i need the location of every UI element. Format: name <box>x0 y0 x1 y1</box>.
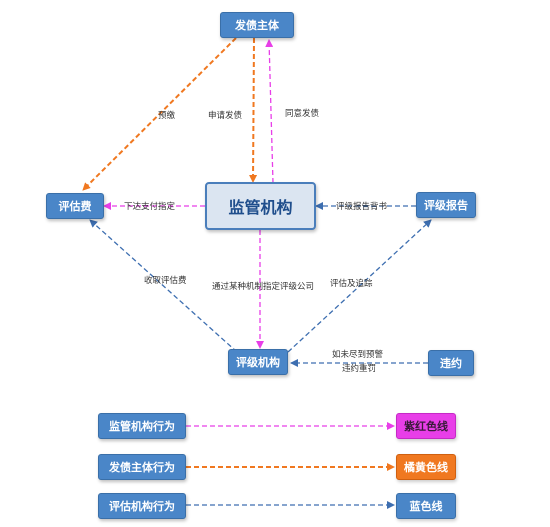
legend-label-agency: 评估机构行为 <box>98 493 186 519</box>
node-regulator: 监管机构 <box>205 182 316 230</box>
edge-approve <box>265 39 274 184</box>
label-penalty-line2: 违约重罚 <box>342 363 376 374</box>
legend-label-regulator: 监管机构行为 <box>98 413 186 439</box>
label-report-filing: 评级报告背书 <box>336 201 388 212</box>
label-collect-fee: 收取评估费 <box>144 275 187 286</box>
legend-swatch-blue: 蓝色线 <box>396 493 456 519</box>
node-violation: 违约 <box>428 350 474 376</box>
label-penalty-line1: 如未尽到预警 <box>332 349 384 360</box>
label-apply: 申请发债 <box>208 110 243 121</box>
legend-swatch-magenta: 紫红色线 <box>396 413 456 439</box>
edge-collect-fee <box>89 219 238 353</box>
label-designate-agency: 通过某种机制指定评级公司 <box>212 281 314 292</box>
node-fee: 评估费 <box>46 193 104 219</box>
edge-track <box>287 219 432 353</box>
edge-prepay <box>82 37 237 191</box>
node-agency: 评级机构 <box>228 349 288 375</box>
legend-swatch-orange: 橘黄色线 <box>396 454 456 480</box>
label-prepay: 预缴 <box>158 110 176 121</box>
edge-apply <box>249 37 258 183</box>
label-track: 评估及追踪 <box>330 278 373 289</box>
label-approve: 同意发债 <box>285 108 320 119</box>
node-report: 评级报告 <box>416 192 476 218</box>
node-issuer: 发债主体 <box>220 12 294 38</box>
label-designate-pay: 下达支付指定 <box>124 201 176 212</box>
legend-label-issuer: 发债主体行为 <box>98 454 186 480</box>
